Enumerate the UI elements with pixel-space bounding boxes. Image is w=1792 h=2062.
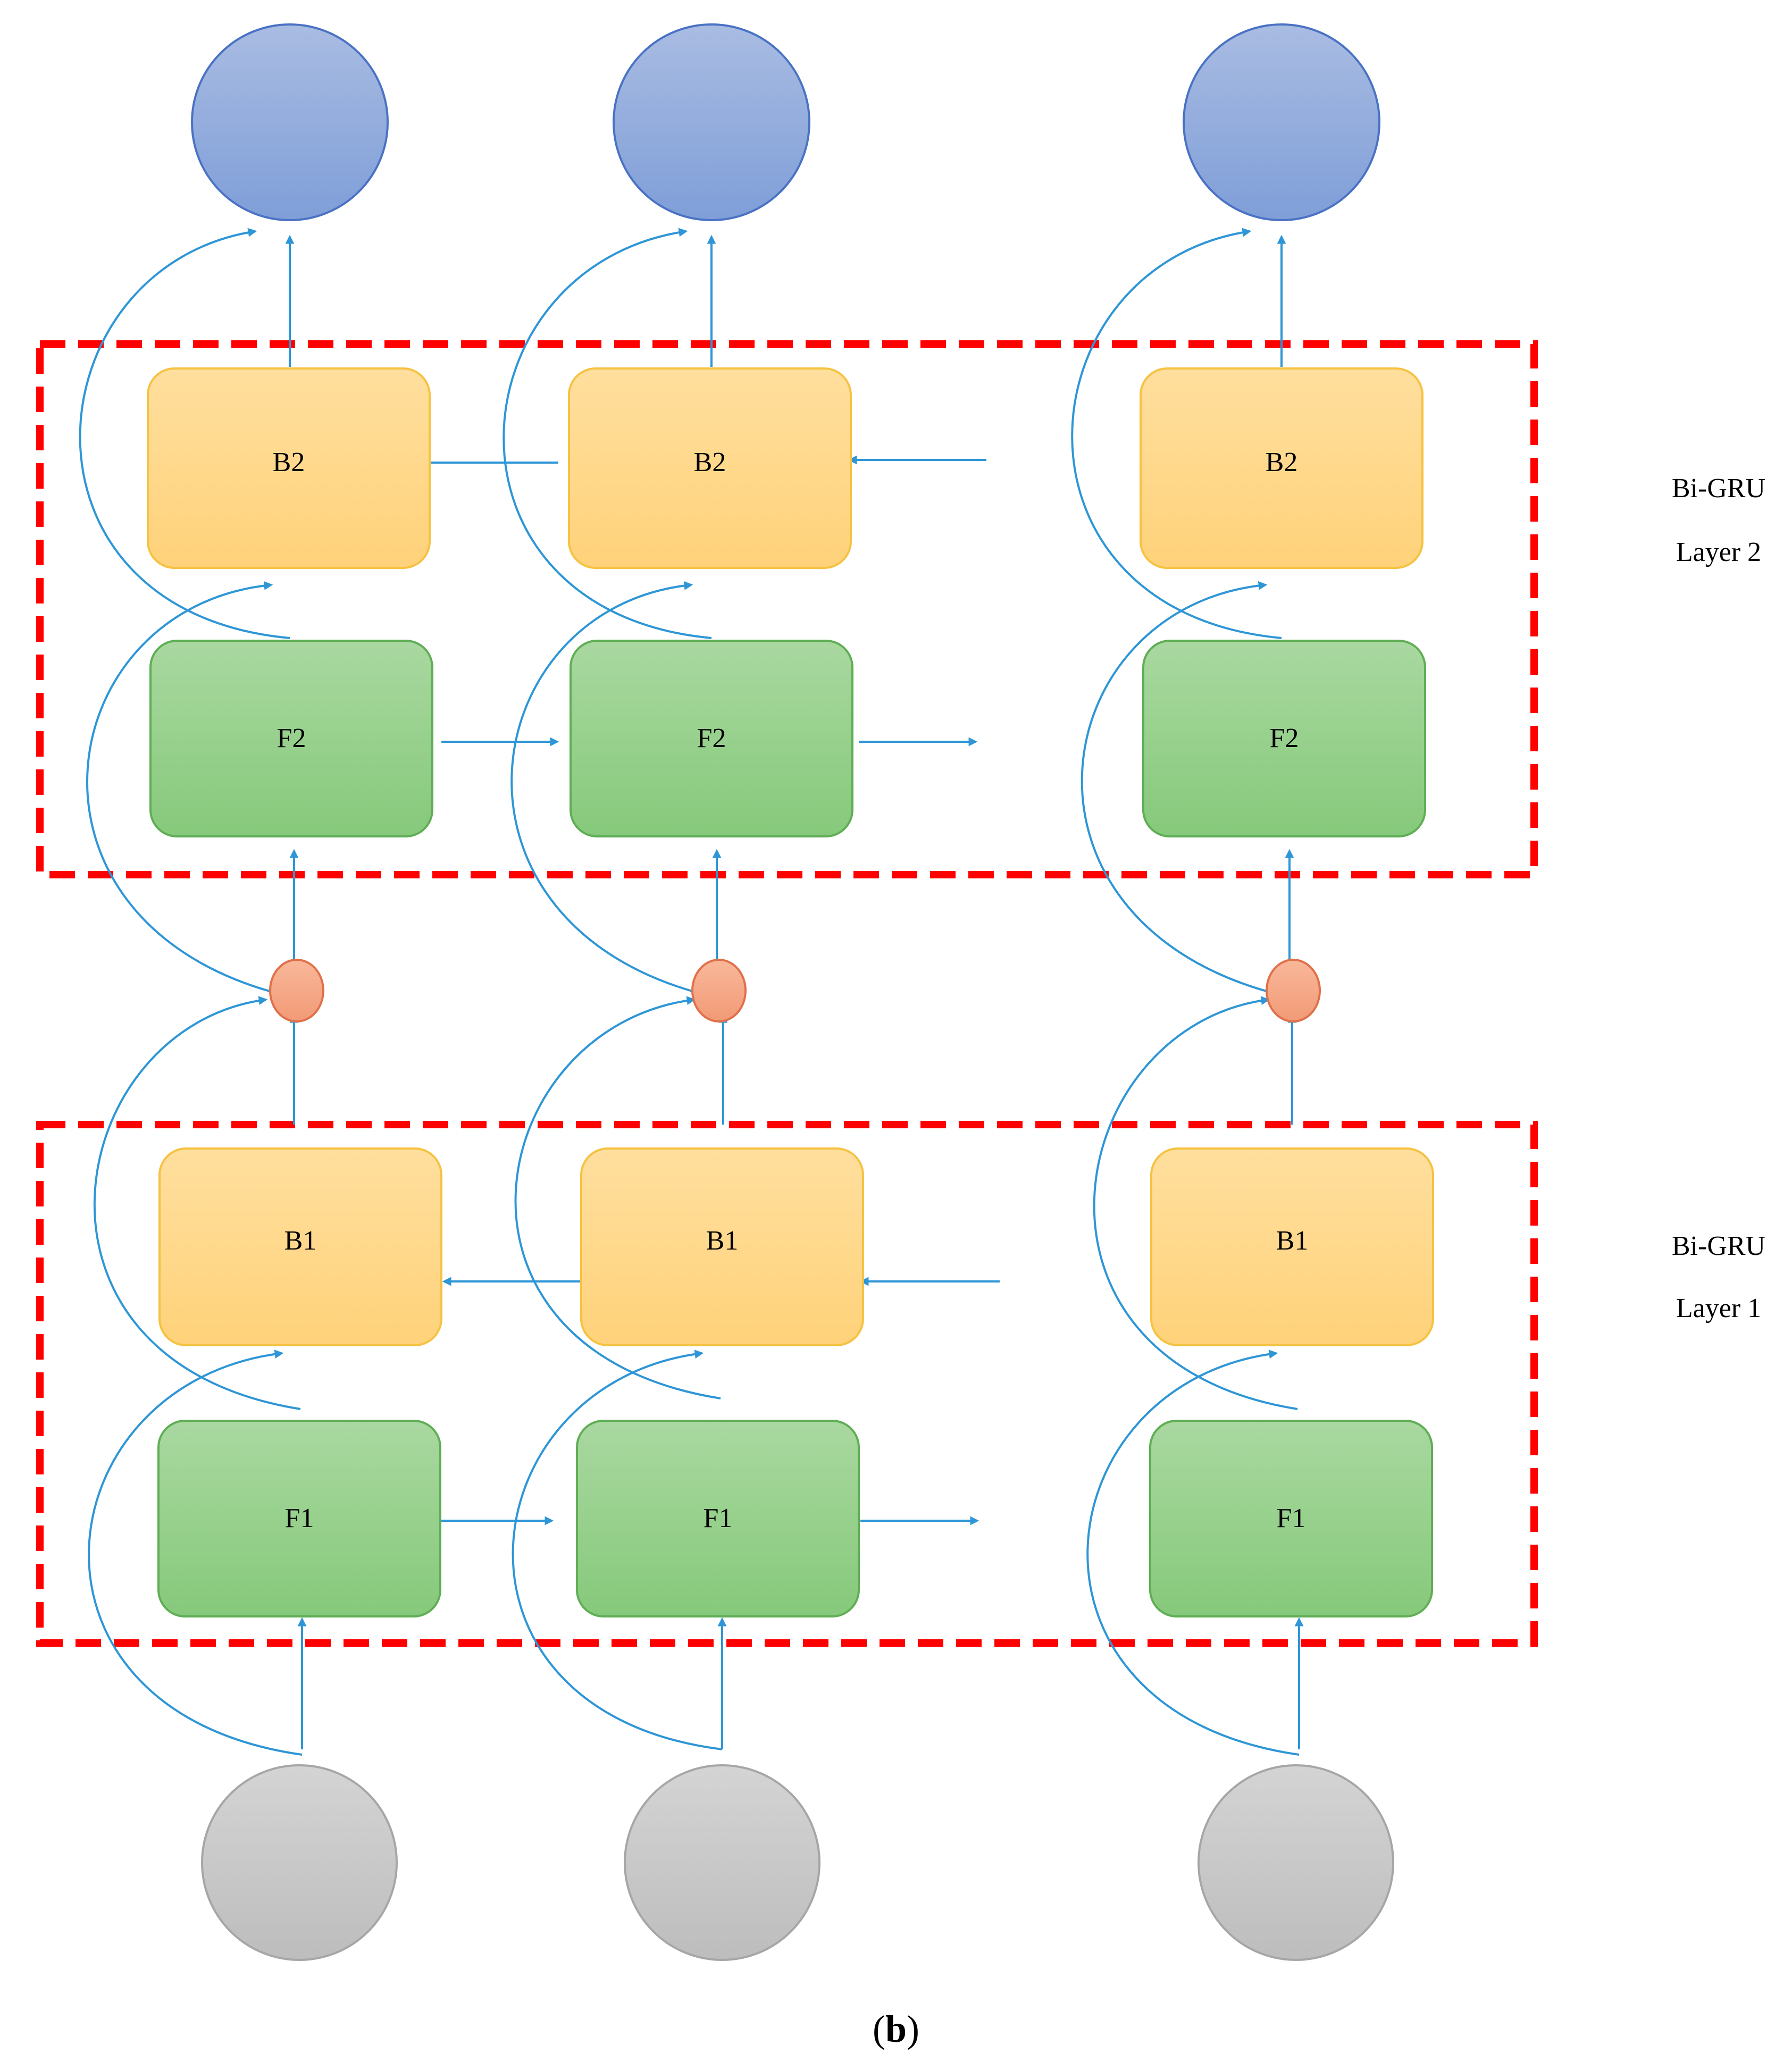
layer2-forward-cell-2 [570, 640, 853, 837]
input-node-3 [1198, 1764, 1394, 1961]
layer1-forward-cell-2 [576, 1420, 860, 1617]
layer1-backward-cell-1 [158, 1147, 442, 1346]
layer2-forward-cell-3 [1142, 640, 1426, 837]
layer1-backward-label-3: B1 [1276, 1226, 1309, 1256]
merge-nodes [269, 959, 1321, 1022]
layer2-forward-label-2: F2 [697, 723, 726, 753]
layer1-forward-label-3: F1 [1277, 1503, 1306, 1533]
layer1-forward-label-2: F1 [704, 1503, 733, 1533]
caption-close: ) [907, 2008, 919, 2050]
layer1-forward-cell-3 [1149, 1420, 1433, 1617]
input-nodes [201, 1764, 1394, 1961]
layer1-dashed-box [36, 1121, 1538, 1647]
layer2-backward-cell-2 [568, 367, 852, 569]
output-nodes [191, 23, 1380, 221]
layer2-backward-label-2: B2 [694, 447, 726, 477]
output-node-3 [1183, 23, 1380, 221]
layer1-title-line2: Layer 1 [1676, 1293, 1761, 1323]
layer2-backward-label-1: B2 [273, 447, 305, 477]
merge-node-2 [691, 959, 747, 1022]
layer2-backward-label-3: B2 [1266, 447, 1298, 477]
layer2-cells: B2 B2 B2 F2 F2 F2 [147, 367, 1426, 837]
layer2-backward-cell-1 [147, 367, 431, 569]
merge-node-1 [269, 959, 324, 1022]
output-node-1 [191, 23, 389, 221]
layer1-cells: B1 B1 B1 F1 F1 F1 [157, 1147, 1434, 1617]
layer1-forward-cell-1 [157, 1420, 441, 1617]
layer1-backward-label-2: B1 [706, 1226, 739, 1256]
layer2-title-line1: Bi-GRU [1672, 473, 1765, 504]
layer2-backward-cell-3 [1140, 367, 1423, 569]
layer2-forward-cell-1 [149, 640, 433, 837]
layer2-forward-label-1: F2 [277, 723, 306, 753]
merge-node-3 [1266, 959, 1321, 1022]
caption-open: ( [873, 2008, 885, 2050]
layer1-forward-label-1: F1 [285, 1503, 314, 1533]
input-node-1 [201, 1764, 398, 1961]
layer1-backward-cell-2 [580, 1147, 864, 1346]
output-node-2 [613, 23, 810, 221]
input-node-2 [624, 1764, 820, 1961]
layer1-backward-label-1: B1 [284, 1226, 317, 1256]
layer1-title-line1: Bi-GRU [1672, 1231, 1765, 1261]
layer2-dashed-box [36, 340, 1538, 878]
figure-caption: (b) [873, 2008, 919, 2050]
layer2-title-line2: Layer 2 [1676, 537, 1761, 567]
arrows [79, 228, 1304, 1756]
layer1-backward-cell-3 [1150, 1147, 1434, 1346]
caption-letter: b [885, 2008, 907, 2050]
layer2-forward-label-3: F2 [1270, 723, 1299, 753]
